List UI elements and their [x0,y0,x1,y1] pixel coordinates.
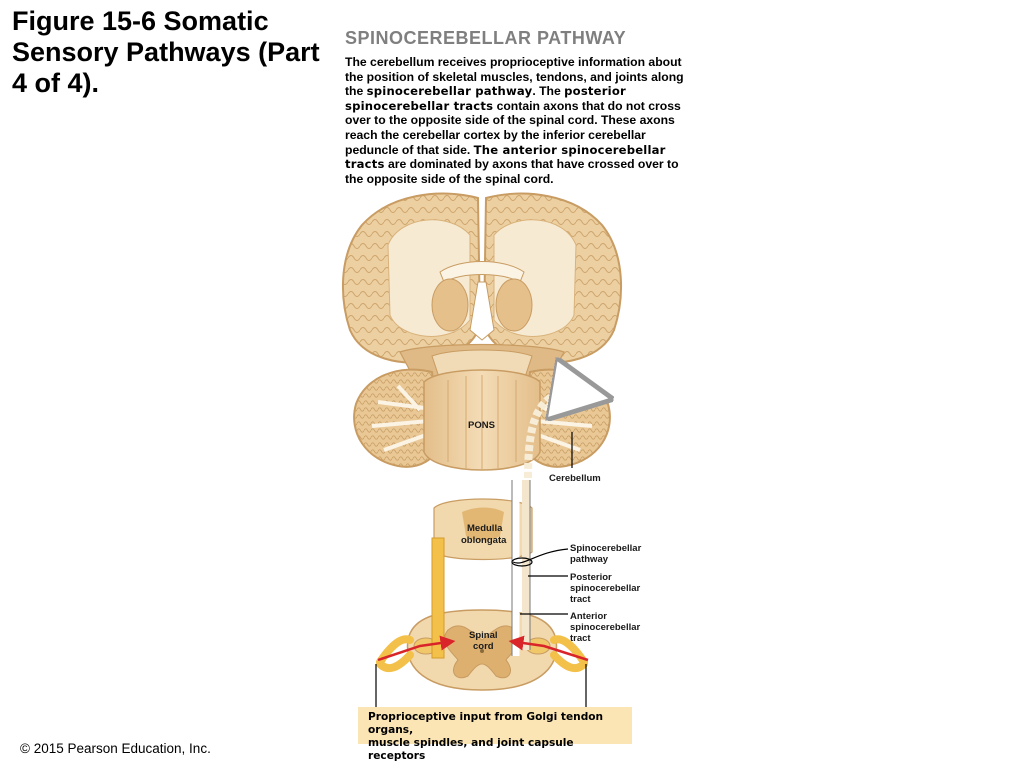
corpus-callosum [439,261,525,283]
slide-title: Figure 15-6 Somatic Sensory Pathways (Pa… [12,6,320,98]
pathway-bracket [512,548,569,564]
left-arbor-vitae [371,384,441,452]
description-part-2: . The [532,84,565,99]
term-posterior-tracts: posterior spinocerebellar tracts [345,84,626,113]
label-medulla-1: Medulla [467,523,503,534]
label-medulla-2: oblongata [461,535,507,546]
label-posterior-1: Posterior [570,572,612,583]
label-pathway-2: pathway [570,554,609,565]
ascending-tract-left [431,537,445,659]
left-sensory-arrow [377,635,456,662]
pathway-circle [511,557,533,567]
description-part-1: The cerebellum receives proprioceptive i… [345,55,684,99]
label-spinal-1: Spinal [469,630,498,641]
cerebrum [342,192,622,364]
copyright: © 2015 Pearson Education, Inc. [20,741,211,756]
medulla-gray [462,507,504,541]
right-sensory-arrow [508,635,589,662]
label-posterior-3: tract [570,594,591,605]
label-posterior-2: spinocerebellar [570,583,641,594]
ventricles [469,281,495,341]
caption-line-1: Proprioceptive input from Golgi tendon o… [368,711,604,736]
label-anterior-2: spinocerebellar [570,622,641,633]
term-spinocerebellar-pathway: spinocerebellar pathway [366,84,533,99]
label-pons: PONS [468,420,495,431]
left-basal-nucleus [431,278,469,332]
term-anterior-tracts: The anterior spinocerebellar tracts [345,142,666,172]
label-cerebellum: Cerebellum [549,473,601,484]
label-anterior-1: Anterior [570,611,607,622]
section-heading: SPINOCEREBELLAR PATHWAY [345,28,627,48]
label-spinal-2: cord [473,641,494,652]
left-cerebellar-hemisphere [353,368,442,468]
description-text: The cerebellum receives proprioceptive i… [345,55,695,186]
central-canal [480,649,484,653]
tract-to-cerebellum [524,393,582,479]
caption-box: Proprioceptive input from Golgi tendon o… [358,707,632,762]
right-basal-nucleus [495,278,533,332]
pons-striations [447,375,517,470]
description-part-3: contain axons that do not cross over to … [345,98,681,157]
caption-line-2: muscle spindles, and joint capsule recep… [368,737,574,762]
description-part-4: are dominated by axons that have crossed… [345,157,679,186]
label-anterior-3: tract [570,633,591,644]
label-pathway-1: Spinocerebellar [570,543,642,554]
